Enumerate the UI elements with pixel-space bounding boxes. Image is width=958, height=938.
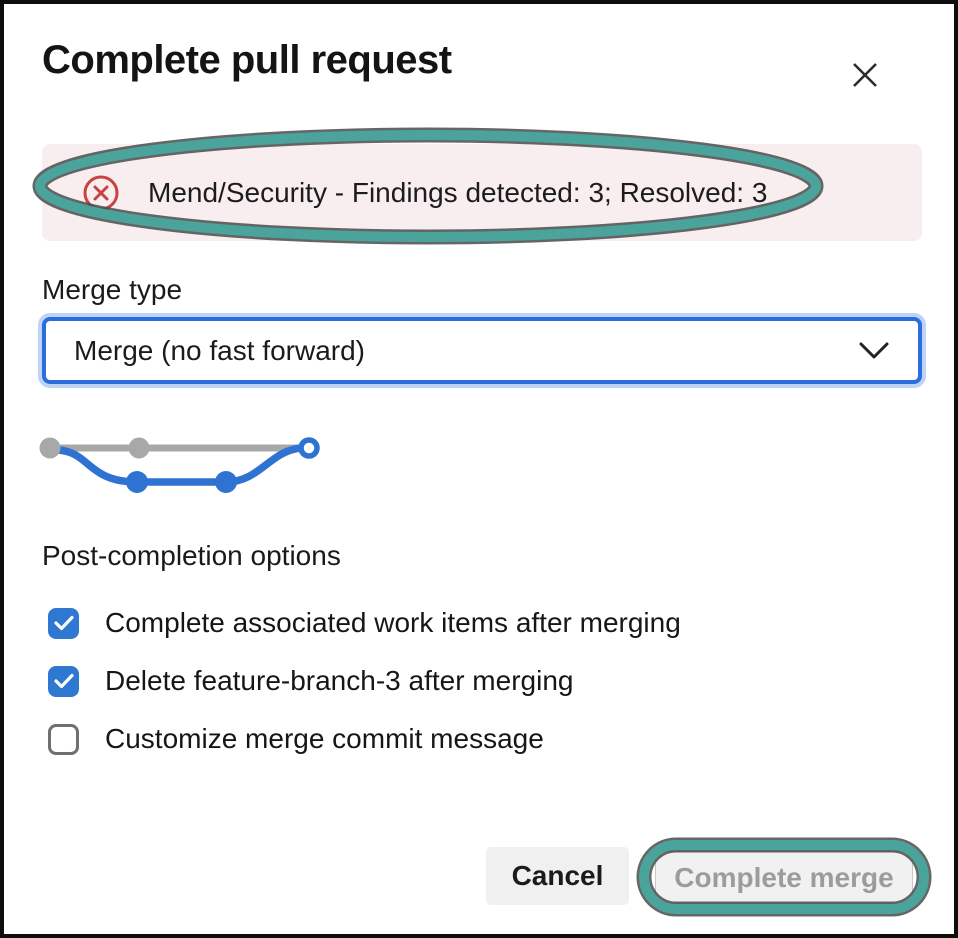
commit-dot-branch-2	[215, 471, 237, 493]
commit-dot-branch-1	[126, 471, 148, 493]
close-button[interactable]	[844, 54, 886, 96]
error-circle-x-icon	[83, 175, 119, 210]
merge-type-select[interactable]: Merge (no fast forward)	[42, 317, 922, 384]
checkmark-icon	[53, 615, 74, 631]
merge-type-label: Merge type	[42, 274, 183, 305]
post-completion-label: Post-completion options	[42, 540, 341, 571]
merge-no-fast-forward-diagram	[39, 437, 320, 493]
commit-dot-main-1	[39, 437, 61, 459]
cancel-button[interactable]: Cancel	[486, 847, 629, 905]
commit-dot-main-2	[128, 437, 150, 459]
checkbox-delete-branch[interactable]	[48, 665, 79, 697]
complete-merge-button[interactable]: Complete merge	[655, 851, 913, 904]
alert-banner: Mend/Security - Findings detected: 3; Re…	[42, 144, 922, 241]
option-delete-branch[interactable]: Delete feature-branch-3 after merging	[48, 665, 908, 697]
checkbox-customize-message[interactable]	[48, 723, 79, 755]
checkmark-icon	[53, 673, 74, 689]
option-label: Customize merge commit message	[105, 723, 544, 754]
chevron-down-icon	[859, 342, 889, 358]
checkbox-complete-work-items[interactable]	[48, 607, 79, 639]
merge-commit-open-dot	[298, 437, 320, 459]
option-label: Delete feature-branch-3 after merging	[105, 665, 574, 696]
option-customize-message[interactable]: Customize merge commit message	[48, 723, 908, 755]
option-label: Complete associated work items after mer…	[105, 607, 681, 638]
close-icon	[853, 63, 877, 87]
dialog-title: Complete pull request	[42, 38, 452, 82]
merge-type-selected-value: Merge (no fast forward)	[74, 334, 365, 366]
alert-text: Mend/Security - Findings detected: 3; Re…	[148, 176, 768, 208]
post-completion-options: Complete associated work items after mer…	[48, 607, 908, 781]
option-complete-work-items[interactable]: Complete associated work items after mer…	[48, 607, 908, 639]
